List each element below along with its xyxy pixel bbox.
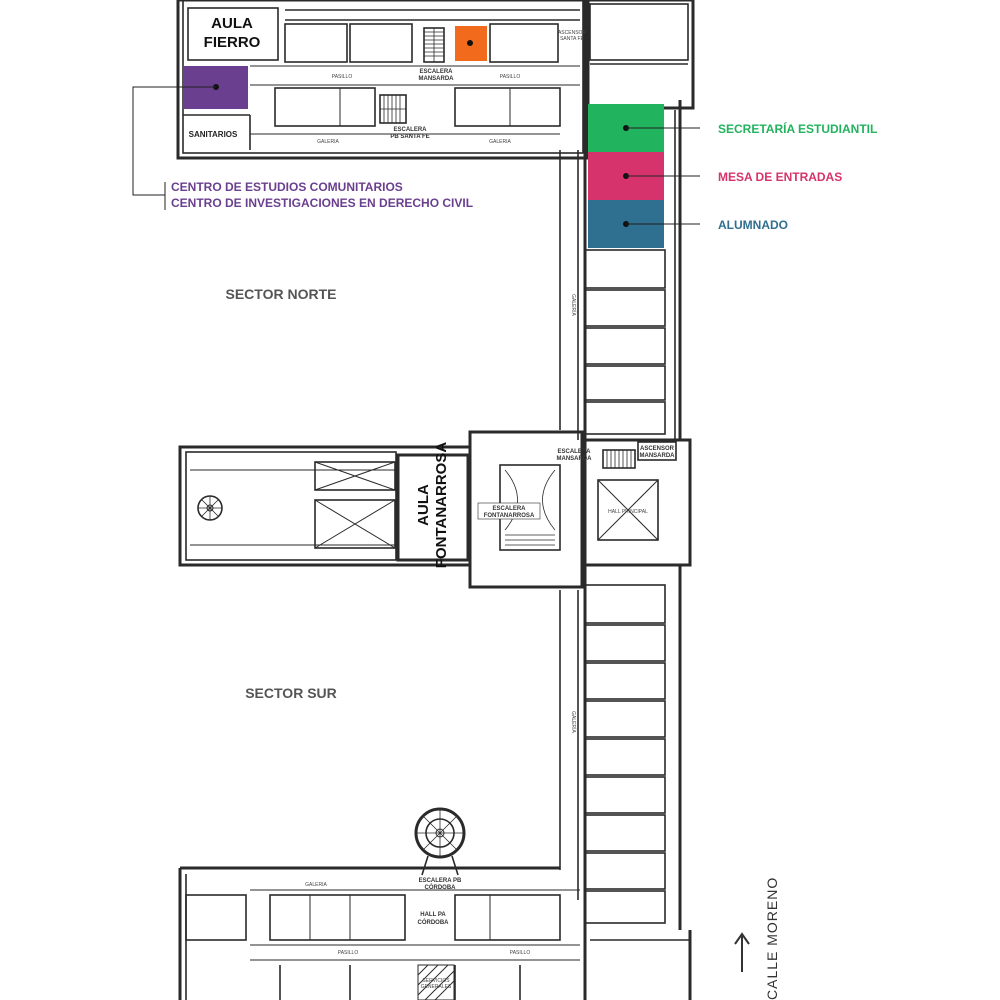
galeria-label-east-south: GALERÍA bbox=[570, 711, 577, 733]
escalera-mansarda-mid-label-line1: ESCALERA bbox=[557, 449, 591, 455]
escalera-fontanarrosa-label-line1: ESCALERA bbox=[492, 506, 526, 512]
escalera-mansarda-mid-label-line2: MANSARDA bbox=[557, 456, 593, 462]
calle-moreno-label: CALLE MORENO bbox=[764, 877, 780, 1000]
pasillo-label-north-east: PASILLO bbox=[500, 74, 521, 80]
hall-pa-cordoba-label-line2: CÓRDOBA bbox=[418, 918, 450, 926]
escalera-mansarda-top-stair bbox=[423, 27, 445, 63]
galeria-label-north-west: GALERIA bbox=[317, 139, 339, 145]
ascensor-santa-fe-label-line2: SANTA FE bbox=[560, 36, 584, 42]
escalera-fontanarrosa-label-box bbox=[477, 502, 541, 520]
north-east-block bbox=[583, 0, 695, 110]
sector-sur-label: SECTOR SUR bbox=[245, 685, 337, 701]
escalera-pb-santa-fe-stair bbox=[379, 94, 407, 124]
central-wing bbox=[178, 430, 692, 589]
spiral-stair-west bbox=[197, 495, 223, 521]
escalera-pb-cordoba-stair bbox=[414, 807, 466, 876]
escalera-mansarda-mid-stair bbox=[602, 449, 636, 469]
servicios-generales-label-line1: SERVICIOS bbox=[422, 978, 450, 984]
servicios-generales-room bbox=[417, 964, 455, 1000]
aula-fontanarrosa-room bbox=[396, 453, 470, 562]
escalera-pb-cordoba-label-line2: CÓRDOBA bbox=[425, 883, 457, 891]
ascensor-mansarda-label-line2: MANSARDA bbox=[640, 453, 676, 459]
hall-pa-cordoba-label-line1: HALL PA bbox=[420, 912, 446, 918]
galeria-label-north-east: GALERIA bbox=[489, 139, 511, 145]
servicios-generales-label-line2: GENERALES bbox=[421, 984, 452, 990]
escalera-pb-santa-fe-label-line2: PB SANTA FE bbox=[390, 134, 429, 140]
east-wing bbox=[559, 100, 700, 440]
legend-centro-estudios-comunitarios: CENTRO DE ESTUDIOS COMUNITARIOS bbox=[171, 180, 403, 194]
sector-norte-label: SECTOR NORTE bbox=[226, 286, 337, 302]
legend-mesa-de-entradas: MESA DE ENTRADAS bbox=[718, 170, 842, 184]
escalera-pb-santa-fe-label-line1: ESCALERA bbox=[393, 127, 427, 133]
hall-principal-room bbox=[597, 479, 659, 541]
orange-room-marker bbox=[467, 40, 473, 46]
escalera-mansarda-top-label-line1: ESCALERA bbox=[419, 69, 453, 75]
arrow-up-icon bbox=[734, 932, 750, 972]
ascensor-mansarda-box bbox=[637, 441, 677, 461]
aula-fierro-label-line1: AULA bbox=[211, 15, 253, 32]
hall-principal-label: HALL PRINCIPAL bbox=[608, 509, 648, 515]
aula-fontanarrosa-label-line2: FONTANARROSA bbox=[433, 442, 450, 569]
ascensor-mansarda-label-line1: ASCENSOR bbox=[640, 446, 675, 452]
north-wing-outline bbox=[176, 0, 590, 160]
pasillo-label-north-west: PASILLO bbox=[332, 74, 353, 80]
escalera-mansarda-top-label-line2: MANSARDA bbox=[419, 76, 455, 82]
aula-fontanarrosa-label-line1: AULA bbox=[415, 484, 432, 526]
sanitarios-label: SANITARIOS bbox=[189, 130, 238, 139]
escalera-pb-cordoba-label-line1: ESCALERA PB bbox=[419, 878, 462, 884]
aula-fierro-room bbox=[187, 7, 279, 61]
galeria-label-south: GALERIA bbox=[305, 882, 327, 888]
aula-fierro-label-line2: FIERRO bbox=[204, 34, 261, 51]
legend-secretaria-estudiantil: SECRETARÍA ESTUDIANTIL bbox=[718, 121, 877, 136]
ascensor-santa-fe-label-line1: ASCENSOR bbox=[558, 30, 586, 36]
centro-leader-line bbox=[132, 86, 216, 196]
pasillo-label-south-west: PASILLO bbox=[338, 950, 359, 956]
galeria-label-east-north: GALERÍA bbox=[570, 294, 577, 316]
escalera-fontanarrosa-label-line2: FONTANARROSA bbox=[484, 513, 535, 519]
east-wing-south bbox=[559, 565, 692, 1000]
south-wing bbox=[178, 807, 580, 1000]
pasillo-label-south-east: PASILLO bbox=[510, 950, 531, 956]
legend-centro-investigaciones-derecho-civil: CENTRO DE INVESTIGACIONES EN DERECHO CIV… bbox=[171, 196, 473, 210]
legend-alumnado: ALUMNADO bbox=[718, 218, 788, 232]
